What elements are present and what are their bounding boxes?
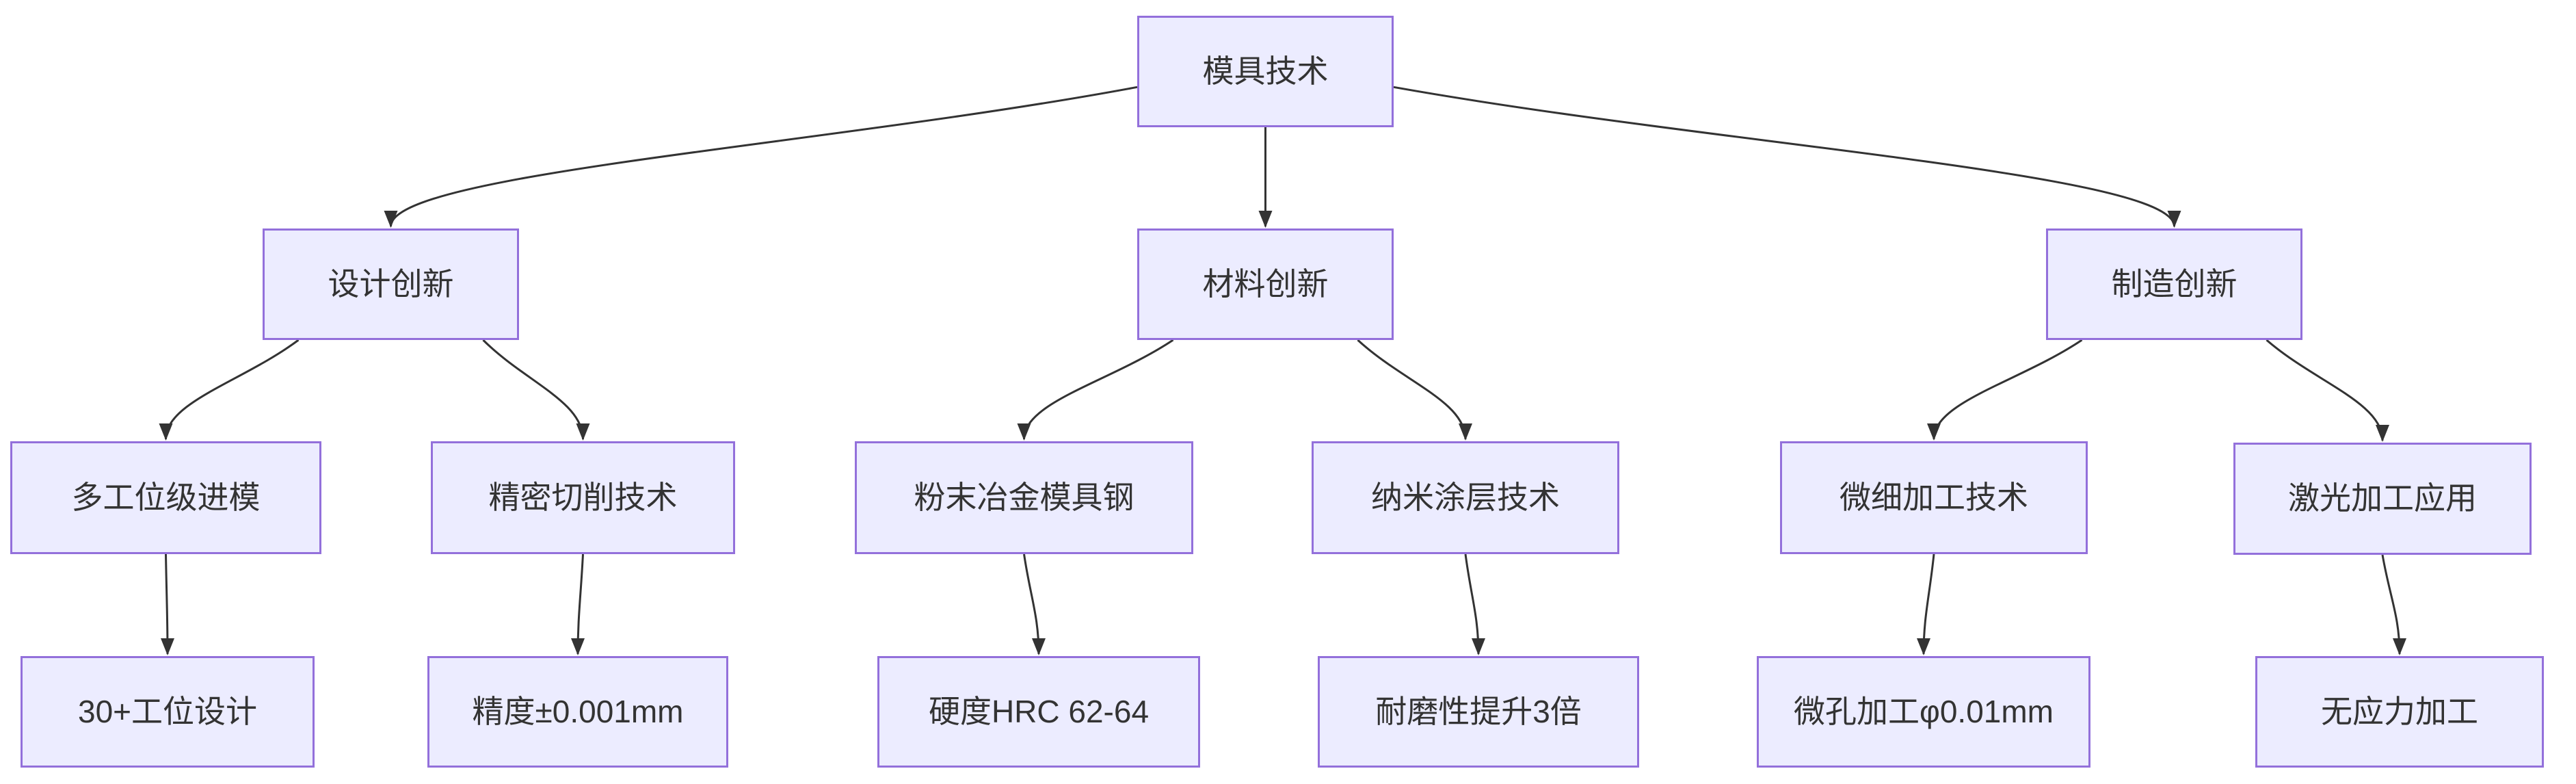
edge-powder-steel-to-hardness (1023, 553, 1046, 656)
node-label: 微孔加工φ0.01mm (1794, 693, 2054, 729)
node-label: 30+工位设计 (77, 693, 258, 729)
edge-multistation-to-station-30 (160, 553, 174, 656)
edge-design-to-precision-cut (482, 339, 590, 441)
flowchart-node-multistation: 多工位级进模 (10, 441, 321, 554)
flowchart-node-manufacture: 制造创新 (2046, 228, 2302, 340)
node-label: 模具技术 (1202, 53, 1329, 89)
node-label: 多工位级进模 (71, 479, 261, 515)
flowchart-node-station-30: 30+工位设计 (21, 656, 315, 768)
node-label: 制造创新 (2111, 265, 2238, 302)
edge-laser-machine-to-stress-free (2381, 554, 2406, 656)
flowchart-node-hardness: 硬度HRC 62-64 (877, 656, 1200, 768)
node-label: 无应力加工 (2321, 693, 2478, 729)
flowchart-node-nano-coating: 纳米涂层技术 (1312, 441, 1619, 554)
edge-manufacture-to-micro-machine (1927, 339, 2083, 441)
flowchart-node-precision-cut: 精密切削技术 (431, 441, 735, 554)
flowchart-node-accuracy: 精度±0.001mm (427, 656, 728, 768)
edge-material-to-nano-coating (1357, 339, 1472, 441)
node-label: 材料创新 (1202, 265, 1329, 302)
edge-micro-machine-to-micro-hole (1917, 553, 1935, 656)
edge-root-to-manufacture (1393, 86, 2181, 228)
flowchart-node-design: 设计创新 (263, 228, 519, 340)
node-label: 激光加工应用 (2288, 480, 2477, 517)
flowchart-node-powder-steel: 粉末冶金模具钢 (855, 441, 1193, 554)
edge-manufacture-to-laser-machine (2266, 339, 2389, 442)
node-label: 耐磨性提升3倍 (1375, 693, 1582, 729)
flowchart-node-laser-machine: 激光加工应用 (2233, 443, 2532, 555)
node-label: 精密切削技术 (488, 479, 678, 515)
node-label: 纳米涂层技术 (1371, 479, 1560, 515)
edge-root-to-design (384, 86, 1138, 228)
edge-nano-coating-to-wear-resist (1464, 553, 1485, 656)
flowchart-node-material: 材料创新 (1137, 228, 1394, 340)
node-label: 精度±0.001mm (472, 693, 684, 729)
node-label: 硬度HRC 62-64 (928, 693, 1150, 729)
node-label: 粉末冶金模具钢 (914, 479, 1134, 515)
edge-material-to-powder-steel (1017, 339, 1174, 441)
flowchart-node-wear-resist: 耐磨性提升3倍 (1318, 656, 1639, 768)
node-label: 微细加工技术 (1840, 479, 2028, 515)
edge-design-to-multistation (159, 339, 300, 441)
flowchart-node-micro-machine: 微细加工技术 (1780, 441, 2088, 554)
flowchart-node-micro-hole: 微孔加工φ0.01mm (1757, 656, 2090, 768)
flowchart-node-root: 模具技术 (1137, 16, 1394, 127)
flowchart-node-stress-free: 无应力加工 (2255, 656, 2544, 768)
node-label: 设计创新 (328, 265, 454, 302)
edge-precision-cut-to-accuracy (571, 553, 585, 656)
